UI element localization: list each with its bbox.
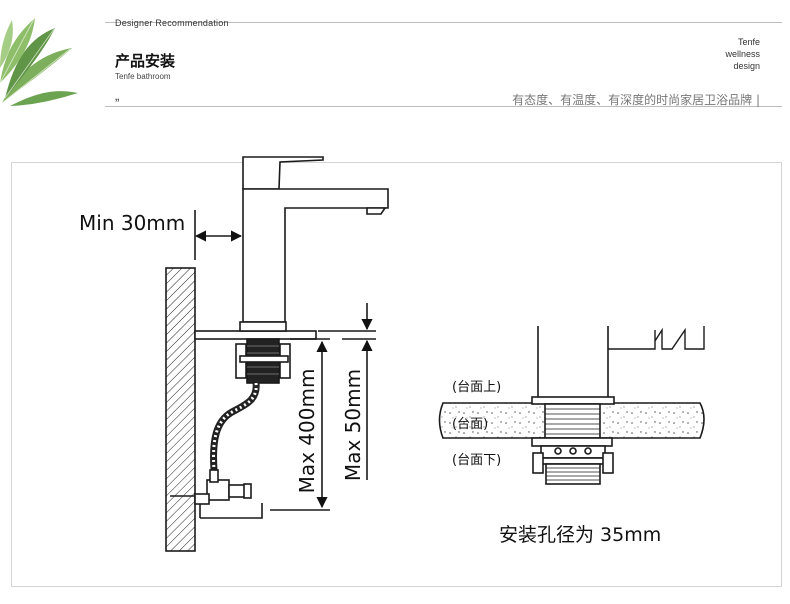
min-30mm-label: Min 30mm <box>79 211 186 235</box>
faucet-spout-tip <box>366 207 387 215</box>
header-top-rule <box>105 22 782 23</box>
max-50mm-label: Max 50mm <box>341 368 365 482</box>
diagram-frame <box>11 162 782 587</box>
brand-line-1: Tenfe <box>737 37 760 47</box>
countertop-slab <box>194 330 317 340</box>
below-counter-label: (台面下) <box>452 453 502 468</box>
page-title: 产品安装 <box>115 52 176 70</box>
section-body <box>537 326 609 397</box>
page-subtitle: Tenfe bathroom <box>115 72 171 81</box>
slogan: 有态度、有温度、有深度的时尚家居卫浴品牌 | <box>512 93 760 107</box>
max-400mm-label: Max 400mm <box>295 368 319 494</box>
above-counter-label: (台面上) <box>452 380 502 395</box>
header-bottom-rule <box>105 106 782 107</box>
quote-mark: „ <box>115 88 120 103</box>
counter-label: (台面) <box>452 417 489 432</box>
brand-line-3: design <box>733 61 760 71</box>
brand-line-2: wellness <box>725 49 760 59</box>
hole-size-label: 安装孔径为 35mm <box>499 524 662 546</box>
header-kicker: Designer Recommendation <box>115 18 229 28</box>
plant-leaves-icon <box>0 18 78 106</box>
wall <box>165 267 196 552</box>
angle-valve <box>206 479 230 501</box>
faucet-handle <box>242 156 324 190</box>
